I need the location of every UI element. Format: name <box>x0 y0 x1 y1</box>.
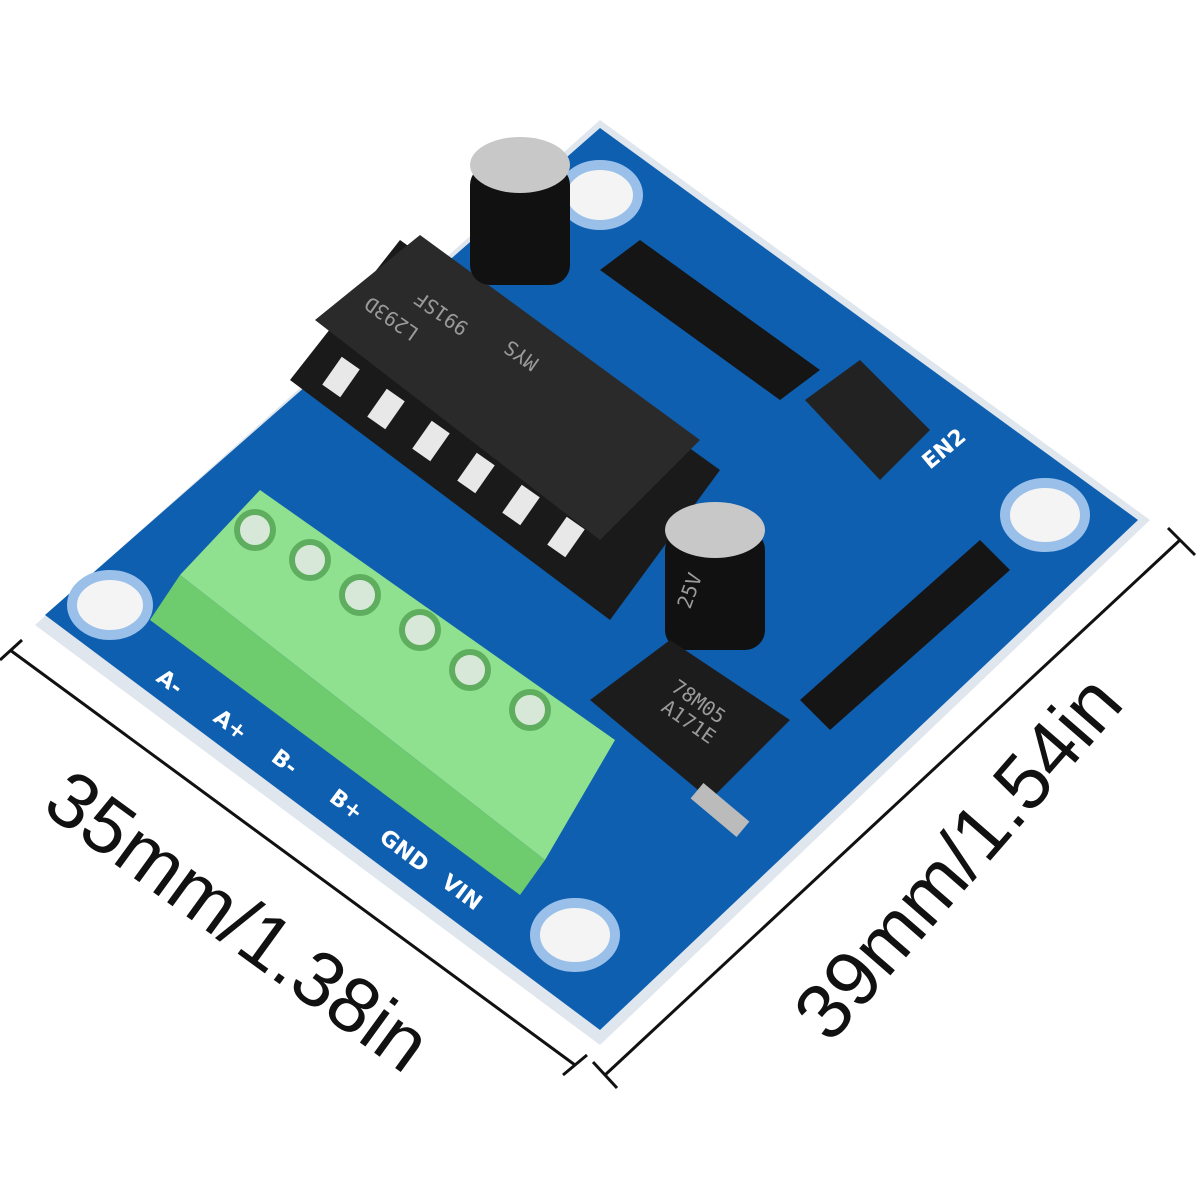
pin-header-top <box>600 240 930 480</box>
voltage-regulator: 78M05 A171E <box>590 640 790 837</box>
pin-header-right <box>800 540 1010 730</box>
height-dimension <box>591 526 1197 1090</box>
mounting-holes <box>67 160 1090 972</box>
capacitor-bottom: 25V <box>665 502 765 650</box>
screw-terminal-block <box>150 490 615 895</box>
l293d-chip: L293D 991SF MYS <box>290 235 720 620</box>
width-dimension <box>0 638 588 1077</box>
capacitor-top <box>470 137 570 285</box>
